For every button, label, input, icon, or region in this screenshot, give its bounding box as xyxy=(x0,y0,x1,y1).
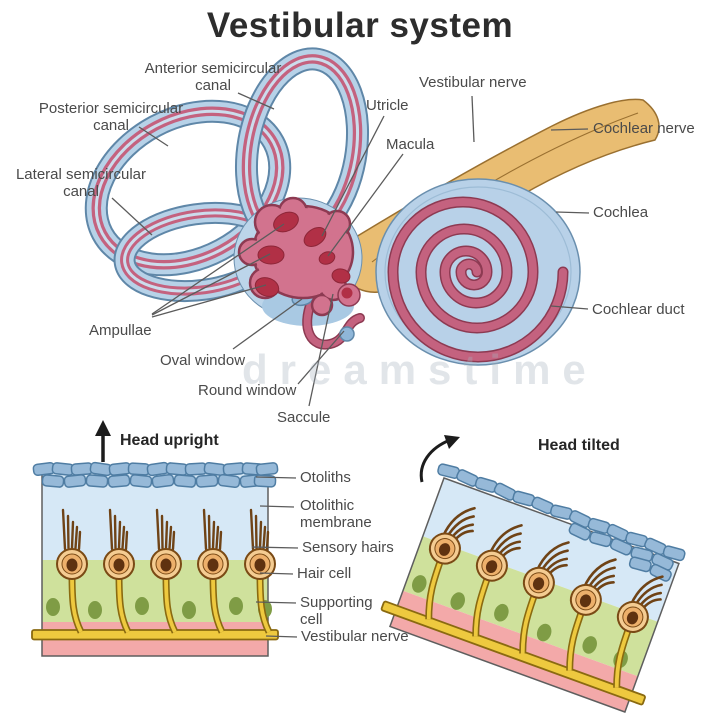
saccule-shape xyxy=(337,283,361,307)
caption-head-tilted: Head tilted xyxy=(538,437,620,454)
label-lateral-canal: Lateral semicircular canal xyxy=(15,166,147,201)
label-oval-window: Oval window xyxy=(160,352,246,369)
label-vestibular-nerve-macula: Vestibular nerve xyxy=(301,628,409,645)
label-cochlear-duct: Cochlear duct xyxy=(592,301,685,318)
label-utricle: Utricle xyxy=(366,97,409,114)
page-title: Vestibular system xyxy=(206,6,514,45)
label-otolithic-membrane: Otolithic membrane xyxy=(300,497,372,532)
label-vestibular-nerve: Vestibular nerve xyxy=(419,74,527,91)
label-saccule: Saccule xyxy=(277,409,331,426)
label-otoliths: Otoliths xyxy=(300,469,351,486)
supporting-cell-nuclei xyxy=(46,597,272,619)
label-sensory-hairs: Sensory hairs xyxy=(302,539,394,556)
caption-head-upright: Head upright xyxy=(120,432,219,449)
round-window-shape xyxy=(339,326,355,342)
upright-arrow-icon xyxy=(95,420,111,462)
supporting-cell-nuclei xyxy=(412,575,628,669)
macula-upright-illustration xyxy=(31,461,279,657)
label-supporting-cell: Supporting cell xyxy=(300,594,373,629)
label-round-window: Round window xyxy=(198,382,297,399)
macula-tilted-illustration xyxy=(380,462,687,713)
label-anterior-canal: Anterior semicircular canal xyxy=(144,60,282,95)
cochlea-spiral xyxy=(375,178,581,366)
label-ampullae: Ampullae xyxy=(89,322,152,339)
tilt-arrow-icon xyxy=(419,435,460,483)
label-hair-cell: Hair cell xyxy=(297,565,352,582)
label-cochlea: Cochlea xyxy=(593,204,649,221)
inner-ear-illustration xyxy=(84,47,660,366)
vestibular-nerve-band xyxy=(380,600,646,706)
label-posterior-canal: Posterior semicircular canal xyxy=(38,100,184,135)
vestibular-nerve-band xyxy=(31,629,279,641)
label-macula: Macula xyxy=(386,136,435,153)
label-cochlear-nerve: Cochlear nerve xyxy=(593,120,695,137)
